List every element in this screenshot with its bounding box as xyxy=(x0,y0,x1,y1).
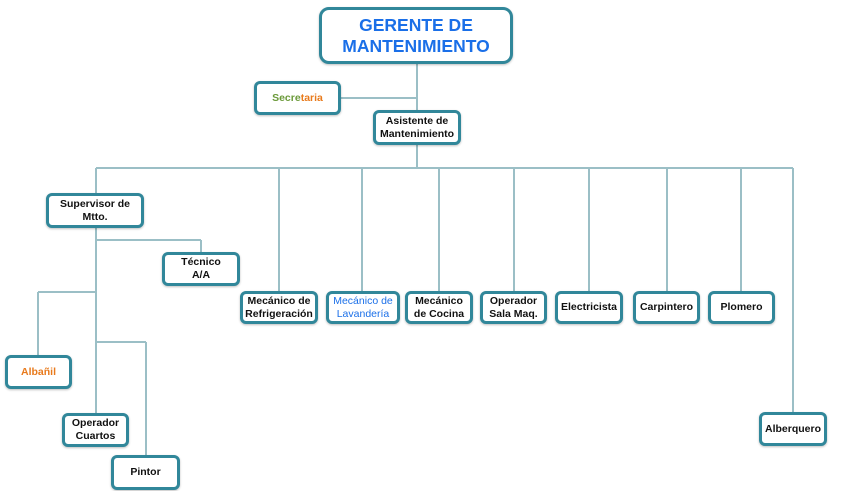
node-pintor: Pintor xyxy=(111,455,180,490)
node-electricista: Electricista xyxy=(555,291,623,324)
node-plomero: Plomero xyxy=(708,291,775,324)
secretaria-label-part1: Secre xyxy=(272,91,301,104)
secretaria-label-part2: taria xyxy=(300,91,323,104)
node-mecanico-lavanderia: Mecánico de Lavandería xyxy=(326,291,400,324)
node-carpintero: Carpintero xyxy=(633,291,700,324)
node-mecanico-cocina: Mecánico de Cocina xyxy=(405,291,473,324)
node-operador-sala: Operador Sala Maq. xyxy=(480,291,547,324)
node-mecanico-refrigeracion: Mecánico de Refrigeración xyxy=(240,291,318,324)
node-operador-cuartos: Operador Cuartos xyxy=(62,413,129,447)
node-tecnico: Técnico A/A xyxy=(162,252,240,286)
node-asistente: Asistente de Mantenimiento xyxy=(373,110,461,145)
node-gerente: GERENTE DE MANTENIMIENTO xyxy=(319,7,513,64)
node-albanil: Albañil xyxy=(5,355,72,389)
node-supervisor: Supervisor de Mtto. xyxy=(46,193,144,228)
node-alberquero: Alberquero xyxy=(759,412,827,446)
